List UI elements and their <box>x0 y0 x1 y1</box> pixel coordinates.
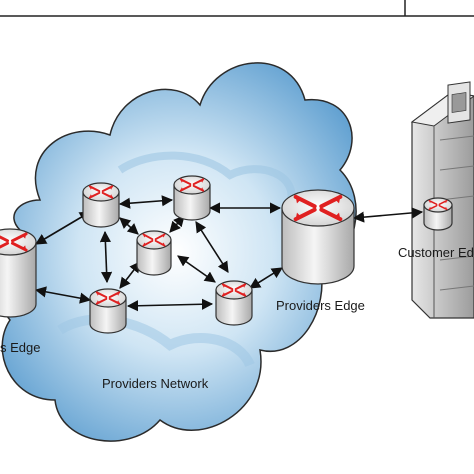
router-icon <box>221 283 247 297</box>
customer-edge-label: Customer Edg <box>398 245 474 260</box>
link <box>118 195 174 209</box>
link <box>35 211 91 245</box>
link <box>126 298 214 312</box>
core-router-4 <box>89 288 127 334</box>
provider-edge-right-label: Providers Edge <box>276 298 365 313</box>
provider-edge-right-router <box>281 189 355 285</box>
links <box>34 195 424 312</box>
link <box>99 230 113 284</box>
provider-edge-left-router <box>0 228 37 318</box>
provider-network-cloud <box>0 62 357 442</box>
link <box>352 207 424 223</box>
core-router-3 <box>136 230 172 276</box>
core-router-2 <box>173 175 211 221</box>
link <box>119 217 139 235</box>
router-icon <box>293 194 343 222</box>
core-router-5 <box>215 280 253 326</box>
network-label: Providers Network <box>102 376 209 391</box>
router-icon <box>95 291 121 305</box>
link <box>195 221 229 273</box>
keypad-icon <box>447 81 471 124</box>
link <box>34 286 92 304</box>
link <box>249 267 283 289</box>
core-router-1 <box>82 182 120 228</box>
router-icon <box>0 232 28 252</box>
customer-edge-router <box>423 197 453 231</box>
router-icon <box>88 185 114 199</box>
router-icon <box>428 199 448 211</box>
router-icon <box>179 178 205 192</box>
router-icon <box>142 233 166 247</box>
provider-edge-left-label: s Edge <box>0 340 40 355</box>
